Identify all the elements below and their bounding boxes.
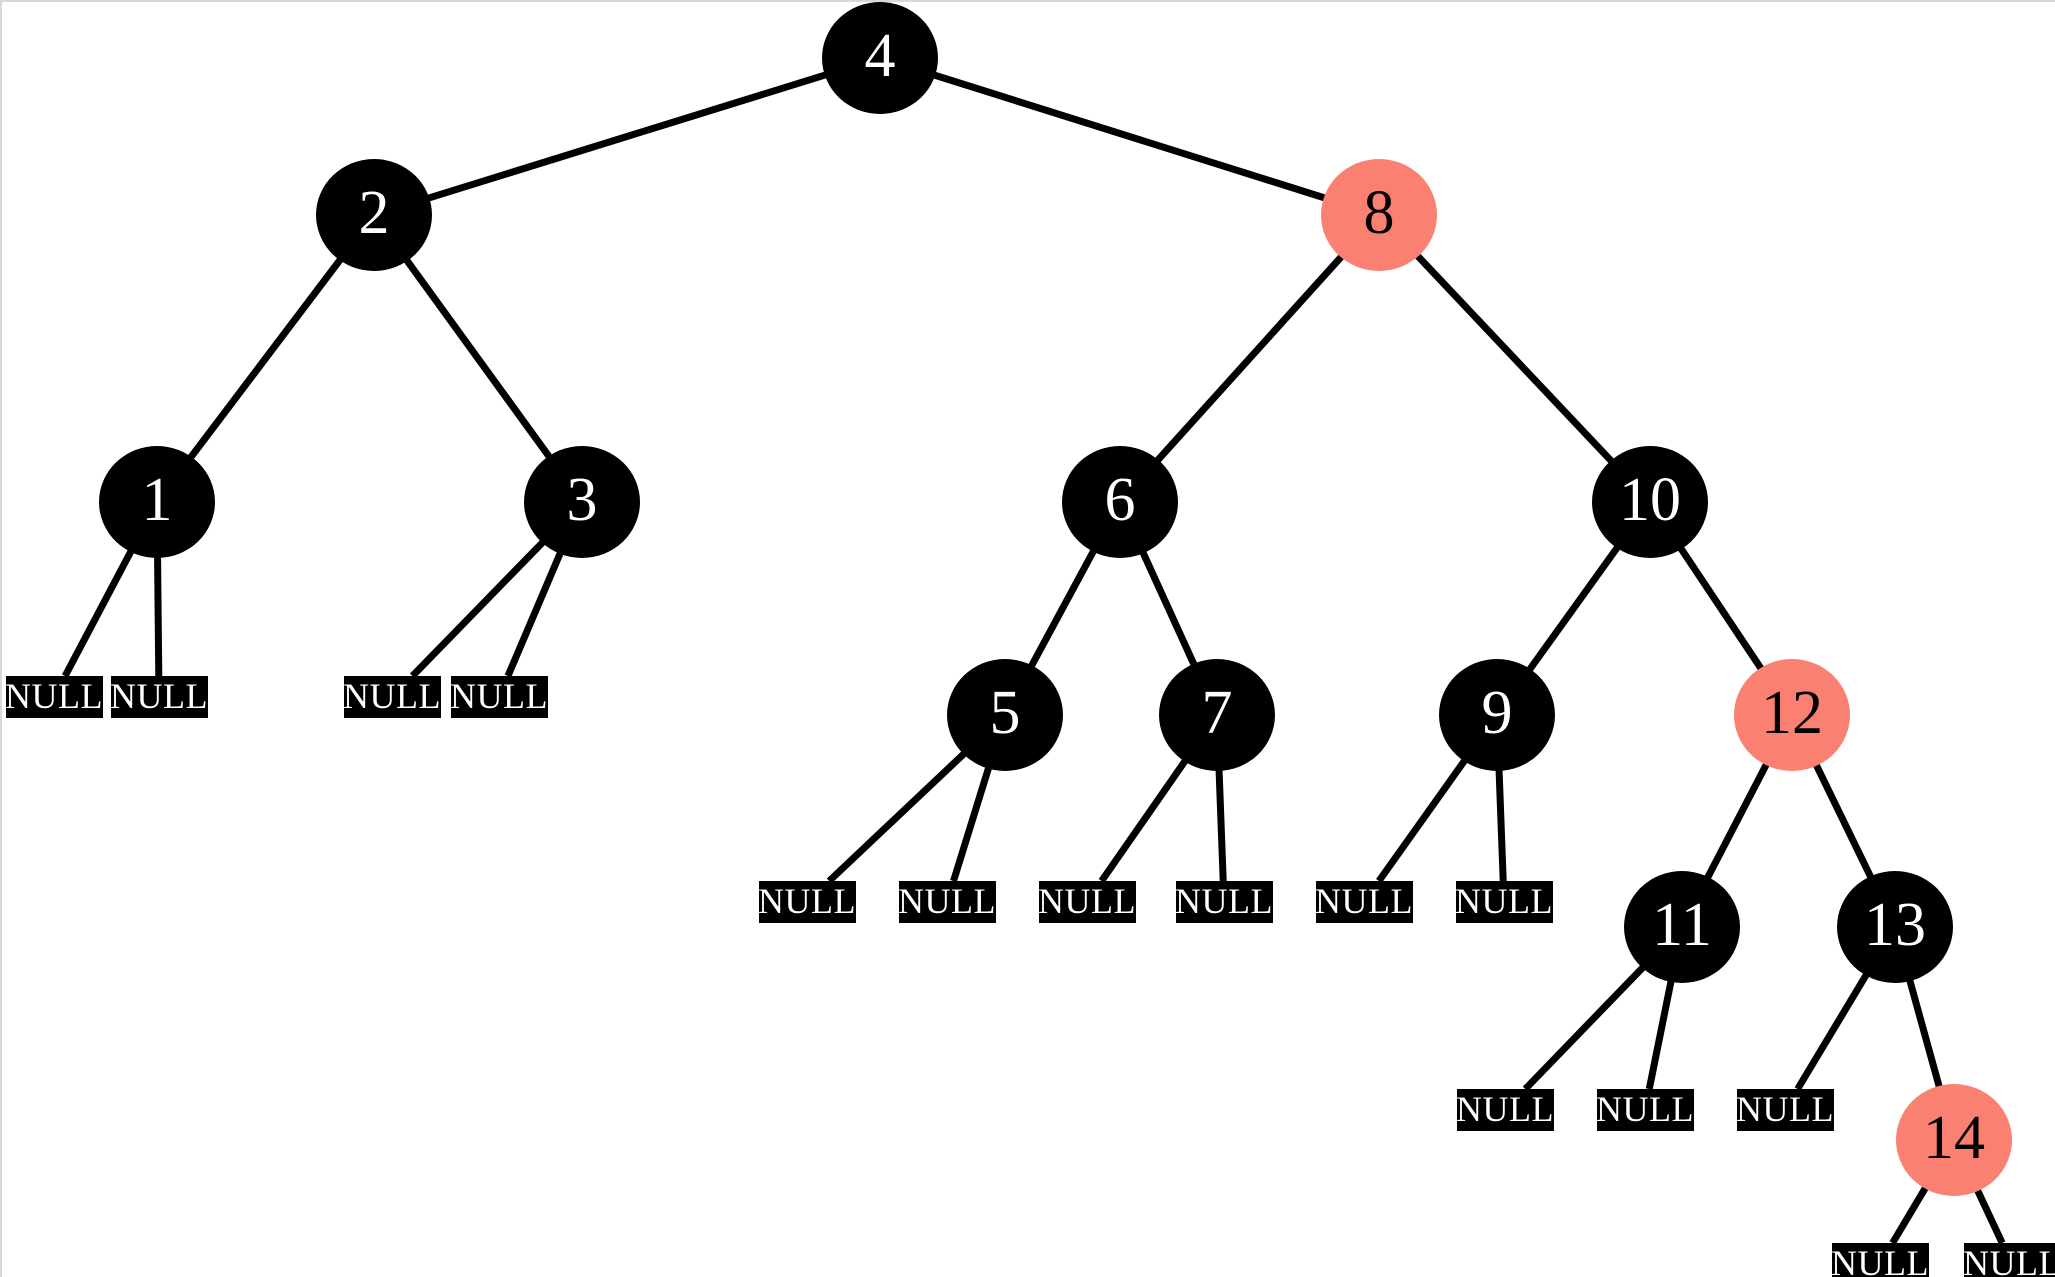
- tree-node-label: 13: [1864, 891, 1926, 959]
- tree-node-label: 10: [1619, 466, 1681, 534]
- tree-null-label: NULL: [1963, 1243, 2055, 1277]
- tree-null-label: NULL: [450, 676, 548, 716]
- tree-node-5[interactable]: 5: [947, 659, 1063, 771]
- tree-edge: [1026, 546, 1099, 671]
- tree-null-leaf: NULL: [898, 881, 996, 923]
- tree-null-leaf: NULL: [758, 881, 856, 923]
- tree-edge: [402, 255, 554, 462]
- tree-edge: [1676, 543, 1766, 674]
- tree-node-label: 14: [1923, 1104, 1985, 1172]
- tree-null-leaf: NULL: [1963, 1243, 2055, 1277]
- tree-node-label: 8: [1363, 179, 1395, 247]
- tree-edge: [1524, 542, 1623, 675]
- tree-edge: [1794, 970, 1871, 1091]
- tree-null-label: NULL: [343, 676, 441, 716]
- tree-null-leaf: NULL: [1175, 881, 1273, 923]
- tree-edge: [826, 748, 969, 884]
- tree-node-label: 9: [1481, 679, 1513, 747]
- tree-null-leaf: NULL: [1315, 881, 1413, 923]
- tree-node-label: 5: [989, 679, 1021, 747]
- tree-edge: [1098, 756, 1190, 883]
- tree-null-label: NULL: [1315, 881, 1413, 921]
- tree-node-label: 7: [1201, 679, 1233, 747]
- tree-edge: [154, 553, 163, 677]
- tree-null-leaf: NULL: [343, 676, 441, 718]
- tree-null-leaf: NULL: [110, 676, 208, 718]
- tree-null-label: NULL: [110, 676, 208, 716]
- tree-null-leaf: NULL: [1456, 1089, 1554, 1131]
- tree-edge: [1645, 977, 1676, 1090]
- tree-null-leaf: NULL: [5, 676, 103, 718]
- tree-null-label: NULL: [1175, 881, 1273, 921]
- tree-node-13[interactable]: 13: [1837, 871, 1953, 983]
- tree-edge: [1811, 760, 1876, 882]
- tree-edge: [504, 548, 565, 678]
- tree-null-label: NULL: [1831, 1243, 1929, 1277]
- tree-node-12[interactable]: 12: [1734, 659, 1850, 771]
- tree-node-label: 1: [141, 466, 173, 534]
- tree-null-label: NULL: [1455, 881, 1553, 921]
- tree-null-leaf: NULL: [1831, 1243, 1929, 1277]
- tree-edge: [1495, 766, 1507, 882]
- tree-edge: [185, 254, 346, 463]
- tree-null-label: NULL: [1596, 1089, 1694, 1129]
- tree-node-10[interactable]: 10: [1592, 446, 1708, 558]
- tree-edge: [930, 70, 1329, 203]
- tree-null-leaf: NULL: [1038, 881, 1136, 923]
- tree-edge: [1889, 1183, 1931, 1245]
- tree-edge: [424, 70, 830, 203]
- tree-node-6[interactable]: 6: [1062, 446, 1178, 558]
- tree-node-14[interactable]: 14: [1896, 1084, 2012, 1196]
- tree-null-label: NULL: [898, 881, 996, 921]
- tree-node-1[interactable]: 1: [99, 446, 215, 558]
- tree-null-label: NULL: [1038, 881, 1136, 921]
- tree-null-leaf: NULL: [1596, 1089, 1694, 1131]
- tree-node-3[interactable]: 3: [524, 446, 640, 558]
- tree-edge: [61, 546, 136, 678]
- tree-edge: [409, 537, 548, 679]
- tree-edge: [1376, 755, 1470, 884]
- tree-node-2[interactable]: 2: [316, 159, 432, 271]
- tree-node-label: 11: [1652, 891, 1712, 959]
- tree-edge: [1973, 1185, 2006, 1245]
- tree-edge: [1905, 976, 1944, 1091]
- tree-node-9[interactable]: 9: [1439, 659, 1555, 771]
- tree-node-label: 6: [1104, 466, 1136, 534]
- tree-null-leaf: NULL: [450, 676, 548, 718]
- tree-null-leaf: NULL: [1455, 881, 1553, 923]
- tree-edge: [950, 763, 993, 883]
- tree-node-11[interactable]: 11: [1624, 871, 1740, 983]
- tree-node-label: 3: [566, 466, 598, 534]
- tree-null-label: NULL: [5, 676, 103, 716]
- tree-null-label: NULL: [1736, 1089, 1834, 1129]
- tree-null-label: NULL: [1456, 1089, 1554, 1129]
- tree-edge: [1138, 548, 1199, 669]
- tree-edge: [1152, 251, 1347, 466]
- tree-node-4[interactable]: 4: [822, 2, 938, 114]
- tree-null-leaf: NULL: [1736, 1089, 1834, 1131]
- tree-node-label: 12: [1761, 679, 1823, 747]
- tree-edge: [1703, 759, 1771, 883]
- tree-node-7[interactable]: 7: [1159, 659, 1275, 771]
- tree-node-label: 4: [864, 22, 896, 90]
- tree-edge: [1412, 251, 1617, 466]
- tree-node-label: 2: [358, 179, 390, 247]
- tree-null-label: NULL: [758, 881, 856, 921]
- tree-edge: [1215, 766, 1227, 882]
- tree-edge: [1522, 962, 1648, 1092]
- tree-node-8[interactable]: 8: [1321, 159, 1437, 271]
